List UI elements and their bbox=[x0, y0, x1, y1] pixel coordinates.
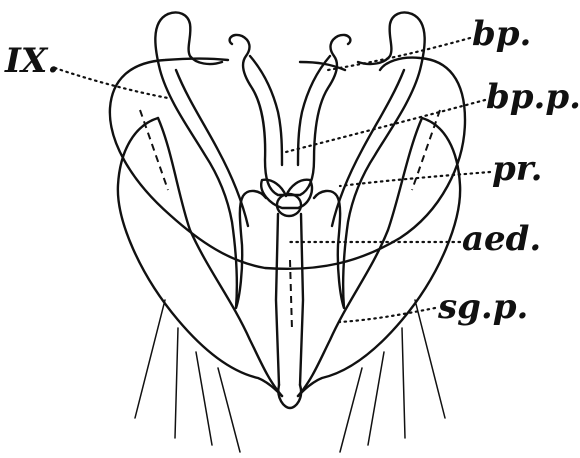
label-sgp: sg.p. bbox=[437, 287, 528, 327]
paramere-left-hook bbox=[168, 12, 222, 64]
aedeagus-shaft-right bbox=[300, 214, 303, 385]
label-bp: bp. bbox=[472, 14, 531, 54]
setae-right bbox=[340, 300, 445, 452]
label-aed: aed. bbox=[462, 219, 541, 259]
label-bpp: bp.p. bbox=[486, 77, 580, 117]
paramere-right-hook bbox=[358, 12, 412, 64]
aedeagus-internal bbox=[290, 260, 292, 330]
paramere-right-inner bbox=[332, 70, 404, 226]
label-pr: pr. bbox=[492, 149, 542, 189]
setae-left bbox=[135, 300, 240, 452]
aedeagus-shaft-left bbox=[276, 214, 279, 385]
inner-dashed-left bbox=[140, 110, 168, 190]
paramere-left-inner bbox=[176, 70, 248, 226]
basal-plate bbox=[230, 35, 351, 195]
segment-ix-outline bbox=[110, 58, 465, 269]
aedeagus-head bbox=[277, 194, 301, 216]
label-ix: IX. bbox=[4, 41, 59, 81]
